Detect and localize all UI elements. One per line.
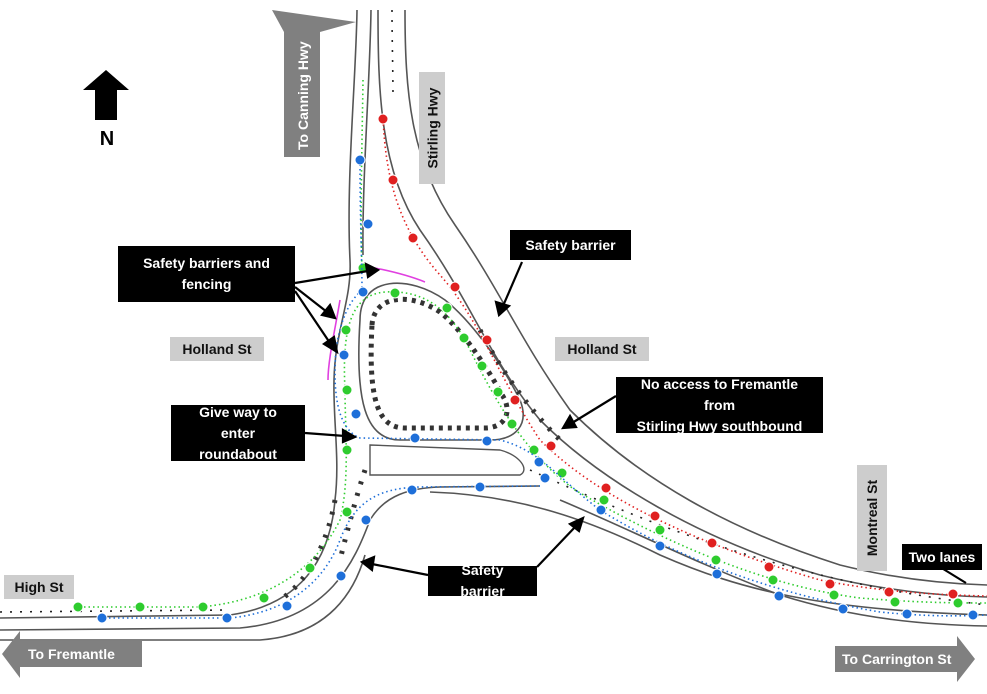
direction-label-canning-hwy: To Canning Hwy xyxy=(295,41,311,150)
direction-label-fremantle: To Fremantle xyxy=(28,646,115,662)
direction-arrow-carrington: To Carrington St xyxy=(835,636,975,682)
north-label: N xyxy=(99,128,115,150)
street-label-high-st: High St xyxy=(4,575,74,599)
street-label-stirling-hwy: Stirling Hwy xyxy=(419,72,445,184)
direction-arrow-canning-hwy: To Canning Hwy xyxy=(272,10,356,157)
north-arrow-icon xyxy=(83,70,129,120)
route-green xyxy=(72,79,987,613)
direction-label-carrington: To Carrington St xyxy=(842,651,952,667)
center-lines xyxy=(0,9,987,613)
road-edges xyxy=(0,9,987,641)
direction-arrow-fremantle: To Fremantle xyxy=(2,631,142,678)
callout-safety-barrier-top: Safety barrier xyxy=(510,230,631,260)
callout-two-lanes: Two lanes xyxy=(902,544,982,570)
callout-safety-barriers-fencing: Safety barriers and fencing xyxy=(118,246,295,302)
callout-give-way: Give way to enter roundabout xyxy=(171,404,305,462)
callout-leaders xyxy=(294,261,967,584)
callout-no-access-fremantle: No access to Fremantle from Stirling Hwy… xyxy=(616,376,823,434)
route-red xyxy=(377,113,987,600)
street-label-montreal-st: Montreal St xyxy=(857,465,887,571)
route-blue xyxy=(96,154,987,624)
street-label-holland-st-east: Holland St xyxy=(555,337,649,361)
callout-safety-barrier-bottom: Safety barrier xyxy=(428,562,537,599)
street-label-holland-st-west: Holland St xyxy=(170,337,264,361)
